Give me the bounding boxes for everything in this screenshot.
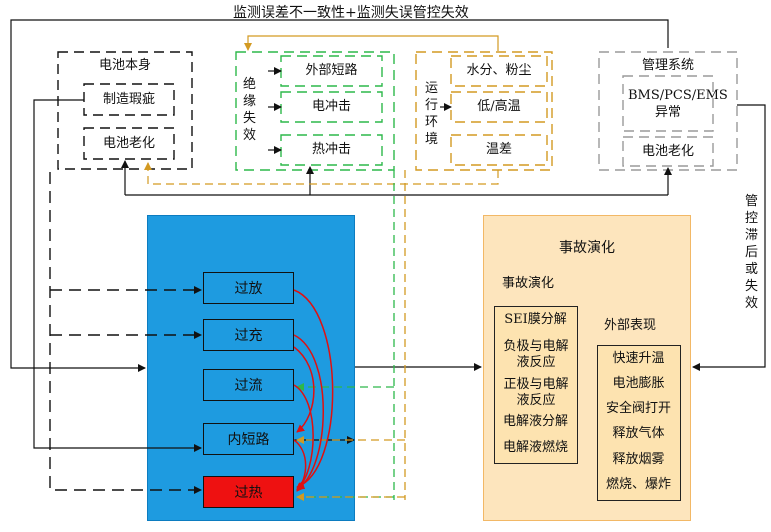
environment-group-title: 运行环境 <box>425 81 439 147</box>
temperature-node: 低/高温 <box>477 99 521 114</box>
evolution-item: 负极与电解液反应 <box>503 339 569 370</box>
environment-group-frame <box>415 51 553 171</box>
thermal-shock-node: 热冲击 <box>311 142 351 157</box>
external-item: 安全阀打开 <box>605 401 671 416</box>
insulation-group-title: 绝缘失效 <box>243 77 257 143</box>
evolution-item: 电解液燃烧 <box>502 440 568 455</box>
overheat-label: 过热 <box>234 485 263 501</box>
evolution-item: 正极与电解液反应 <box>503 377 569 408</box>
bms-anomaly-node: BMS/PCS/EMS异常 <box>628 88 728 120</box>
battery-group-title: 电池本身 <box>98 58 151 73</box>
over-discharge-box: 过放 <box>203 272 294 304</box>
right-feedback-label: 管控滞后或失效 <box>745 194 759 311</box>
external-item: 电池膨胀 <box>612 376 665 391</box>
over-charge-box: 过充 <box>203 319 294 351</box>
external-behavior-list: 快速升温 电池膨胀 安全阀打开 释放气体 释放烟雾 燃烧、爆炸 <box>597 345 681 501</box>
external-short-node: 外部短路 <box>305 63 358 78</box>
internal-short-label: 内短路 <box>227 432 270 448</box>
internal-evolution-list: SEI膜分解 负极与电解液反应 正极与电解液反应 电解液分解 电解液燃烧 <box>494 306 578 464</box>
top-feedback-loop <box>10 19 669 372</box>
evolution-item: 电解液分解 <box>502 414 568 429</box>
electric-shock-node: 电冲击 <box>311 99 351 114</box>
temperature-diff-node: 温差 <box>485 142 512 157</box>
over-discharge-label: 过放 <box>234 281 263 297</box>
over-charge-label: 过充 <box>234 328 263 344</box>
manufacturing-defect-node: 制造瑕疵 <box>102 92 155 107</box>
external-behavior-title: 外部表现 <box>604 318 657 333</box>
over-current-label: 过流 <box>234 378 263 394</box>
external-item: 释放烟雾 <box>612 452 665 467</box>
management-group-title: 管理系统 <box>641 58 694 73</box>
evolution-title: 事故演化 <box>559 240 615 256</box>
internal-short-box: 内短路 <box>203 423 294 455</box>
overheat-box: 过热 <box>203 476 294 508</box>
red-cascade-arrows <box>293 289 334 492</box>
management-aging-node: 电池老化 <box>641 144 694 159</box>
external-item: 燃烧、爆炸 <box>605 477 671 492</box>
battery-aging-node: 电池老化 <box>102 136 155 151</box>
top-feedback-label: 监测误差不一致性+监测失误管控失效 <box>233 5 469 21</box>
internal-evolution-title: 事故演化 <box>502 276 555 291</box>
moisture-dust-node: 水分、粉尘 <box>466 63 532 78</box>
external-item: 释放气体 <box>612 426 665 441</box>
over-current-box: 过流 <box>203 369 294 401</box>
fault-state-panel <box>147 215 355 521</box>
external-item: 快速升温 <box>612 351 665 366</box>
evolution-item: SEI膜分解 <box>504 312 567 327</box>
